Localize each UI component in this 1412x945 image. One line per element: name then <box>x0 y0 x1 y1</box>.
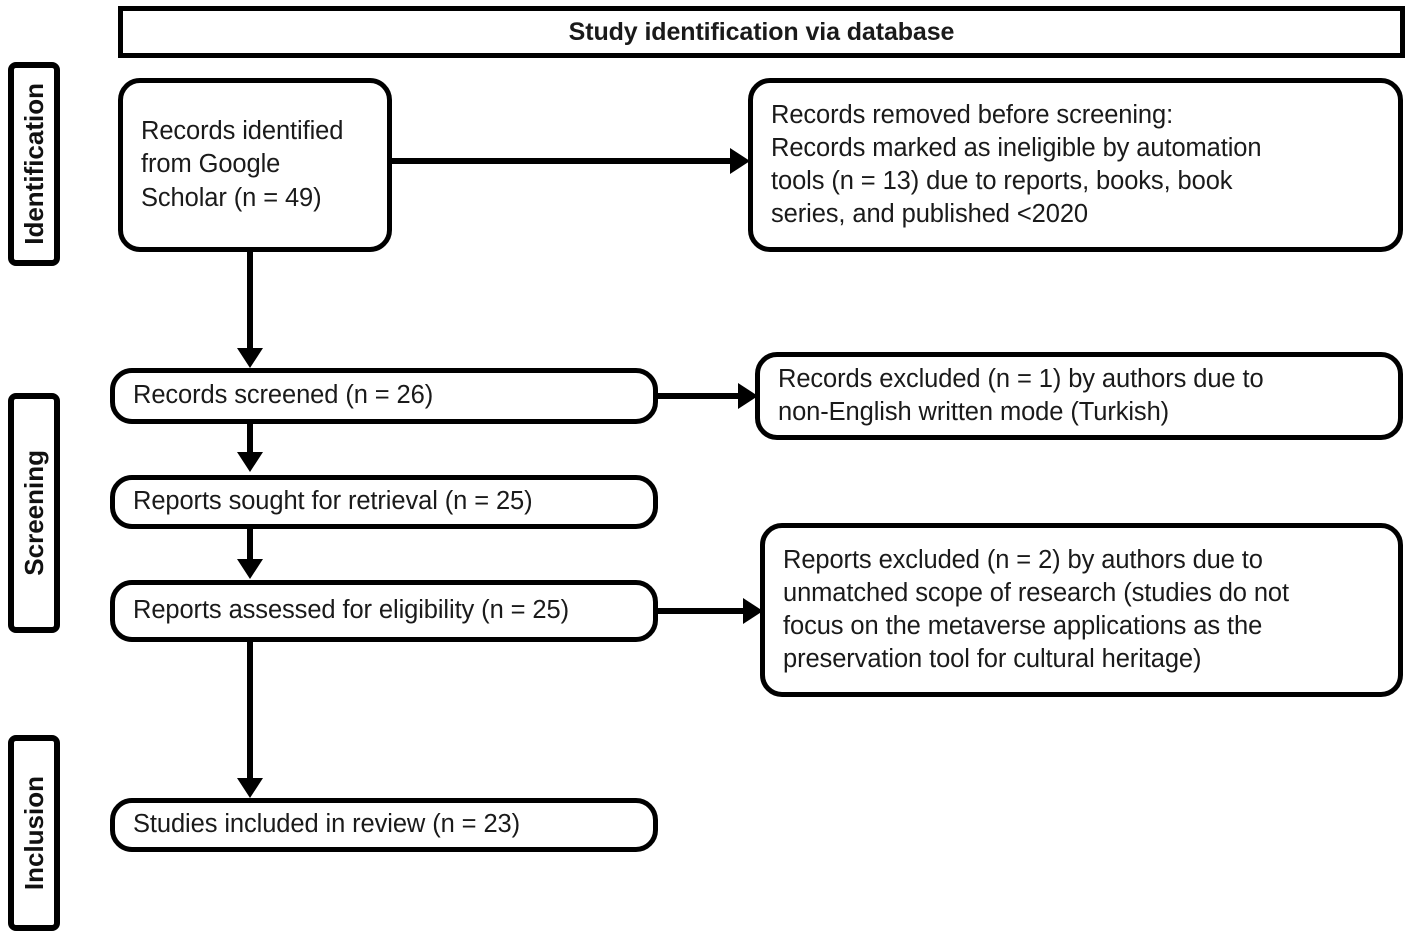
box-records-identified-text: Records identified from Google Scholar (… <box>141 117 344 212</box>
connector-assessed-to-excluded-line <box>658 608 745 614</box>
connector-assessed-to-excluded-arrowhead <box>743 598 763 624</box>
box-studies-included: Studies included in review (n = 23) <box>110 798 658 852</box>
box-reports-sought: Reports sought for retrieval (n = 25) <box>110 475 658 529</box>
connector-identified-to-screened-arrowhead <box>237 348 263 368</box>
connector-assessed-to-included-line <box>247 642 253 780</box>
connector-screened-to-sought-line <box>247 424 253 454</box>
connector-identified-to-screened-line <box>247 252 253 350</box>
box-reports-excluded: Reports excluded (n = 2) by authors due … <box>760 523 1403 697</box>
box-reports-sought-text: Reports sought for retrieval (n = 25) <box>133 487 533 516</box>
box-records-excluded-text: Records excluded (n = 1) by authors due … <box>778 364 1264 426</box>
box-reports-assessed: Reports assessed for eligibility (n = 25… <box>110 580 658 642</box>
diagram-header-box: Study identification via database <box>118 6 1405 58</box>
connector-screened-to-sought-arrowhead <box>237 452 263 472</box>
connector-sought-to-assessed-arrowhead <box>237 559 263 579</box>
connector-identified-to-removed-arrowhead <box>730 148 750 174</box>
box-records-screened-text: Records screened (n = 26) <box>133 381 434 410</box>
stage-label-screening-text: Screening <box>18 450 49 576</box>
connector-screened-to-excluded-arrowhead <box>738 383 758 409</box>
box-records-removed: Records removed before screening: Record… <box>748 78 1403 252</box>
connector-sought-to-assessed-line <box>247 529 253 561</box>
box-reports-assessed-text: Reports assessed for eligibility (n = 25… <box>133 596 569 625</box>
box-reports-excluded-text: Reports excluded (n = 2) by authors due … <box>783 545 1289 674</box>
stage-label-screening: Screening <box>8 393 60 633</box>
box-records-excluded: Records excluded (n = 1) by authors due … <box>755 352 1403 440</box>
connector-assessed-to-included-arrowhead <box>237 778 263 798</box>
box-studies-included-text: Studies included in review (n = 23) <box>133 810 521 839</box>
diagram-header-label: Study identification via database <box>568 17 955 46</box>
box-records-removed-text: Records removed before screening: Record… <box>771 100 1262 229</box>
stage-label-identification-text: Identification <box>18 83 49 245</box>
box-records-screened: Records screened (n = 26) <box>110 368 658 424</box>
stage-label-identification: Identification <box>8 62 60 266</box>
stage-label-inclusion-text: Inclusion <box>18 775 49 891</box>
box-records-identified: Records identified from Google Scholar (… <box>118 78 392 252</box>
connector-screened-to-excluded-line <box>658 393 740 399</box>
stage-label-inclusion: Inclusion <box>8 735 60 931</box>
connector-identified-to-removed-line <box>392 158 730 164</box>
